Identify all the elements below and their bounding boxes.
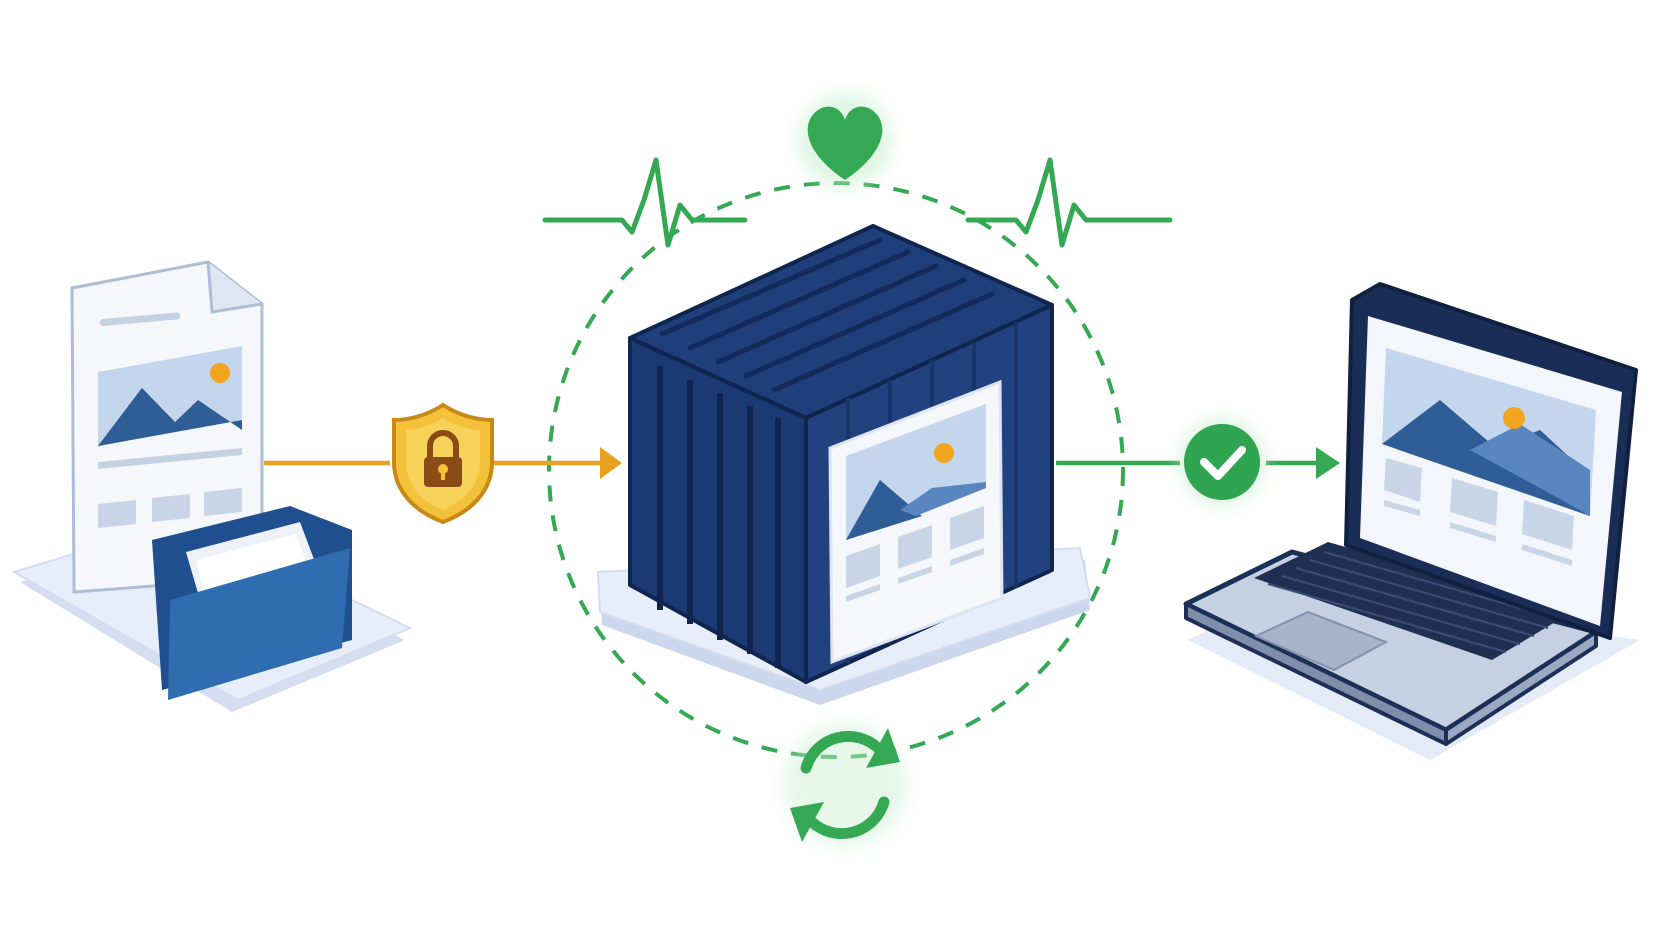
check-circle-icon [1178,418,1266,506]
web-page-card [828,379,1004,665]
heartbeat-line-icon [965,157,1173,248]
secure-transfer-arrow [264,447,622,479]
source-files-node [11,260,413,712]
document-page-icon [70,260,264,594]
delivery-arrow [1056,447,1340,479]
keyboard [1254,542,1572,660]
refresh-cycle-icon [783,723,907,847]
heartbeat-line-icon [542,157,748,248]
heart-icon [797,92,893,188]
shield-lock-icon [392,402,494,525]
shipping-container-icon [628,224,1054,684]
folder-icon [152,506,352,700]
container-node [596,224,1092,705]
touchpad [1253,610,1389,672]
laptop-icon [1183,282,1640,760]
laptop-screen [1360,316,1622,626]
